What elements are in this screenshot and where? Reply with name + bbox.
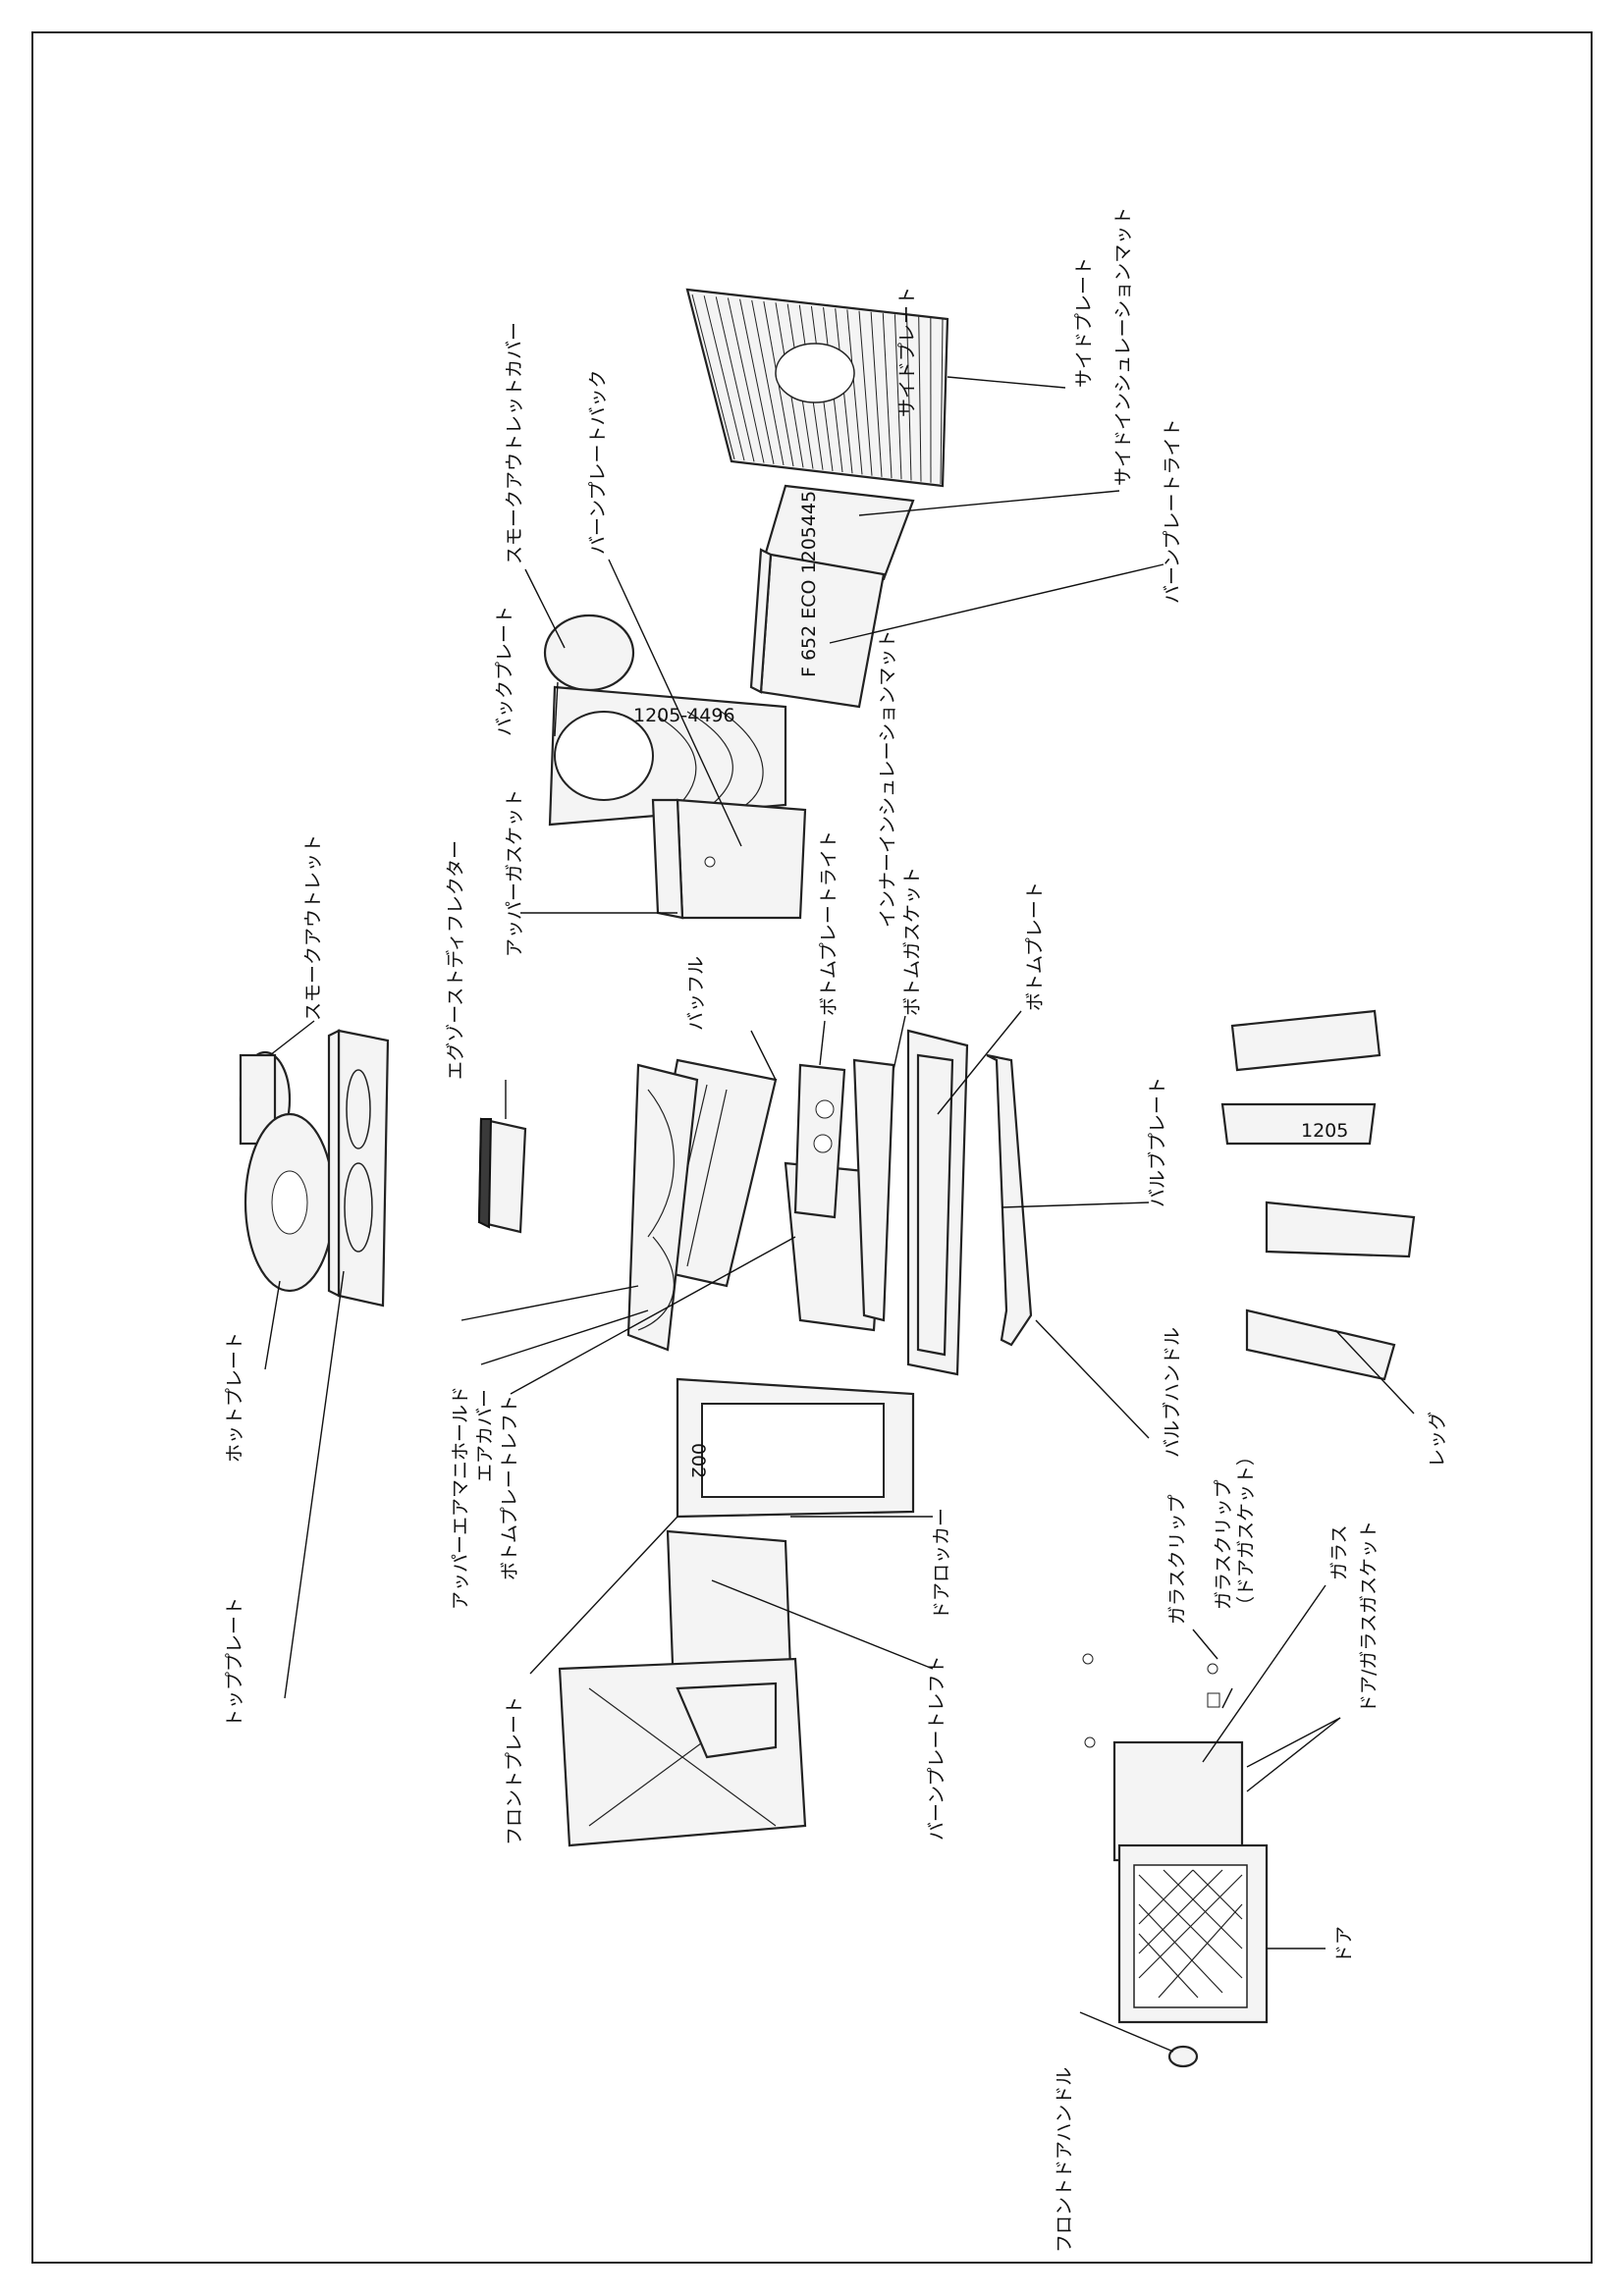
label-upper-air-manifold: アッパーエアマニホールド [450,1386,471,1610]
valve-plate-part [986,1053,1033,1347]
label-upper-gasket: アッパーガスケット [504,789,525,957]
label-inner-insulation-mat: インナーインシュレーションマット [877,630,898,928]
top-plate-part [327,1029,390,1308]
inner-insulation-mat-part [852,1058,895,1322]
side-plate-rib [918,316,922,482]
legs-part: 1205 [1220,1009,1416,1381]
bottom-plate-right-part [793,1063,846,1219]
label-bottom-plate-left: ボトムプレートレフト [499,1395,520,1580]
label-glass-clip-2: ガラスクリップ [1213,1479,1234,1610]
label-air-cover: エアカバー [474,1389,496,1482]
label-back-plate: バックプレート [494,606,515,736]
side-plate-rib [715,296,755,462]
part-labels: スモークアウトレットカバー バーンプレートバック バックプレート サイドプレート… [224,207,1448,2253]
label-bottom-plate-right: ボトムプレートライト [818,830,839,1016]
side-plate-rib [858,310,873,476]
label-door: ドア [1333,1926,1355,1963]
side-plate-rib [870,311,883,477]
label-bottom-gasket: ボトムガスケット [901,867,923,1016]
label-top-plate: トッププレート [224,1597,245,1728]
label-smoke-outlet-cover: スモークアウトレットカバー [504,322,525,564]
leg-code: 1205 [1301,1120,1348,1142]
back-plate-part: 1205-4496 [548,685,787,827]
frame-border [31,31,1593,2264]
burn-plate-right-part: F 652 ECO 1205445 [749,491,886,709]
label-side-insulation-mat: サイドインシュレーションマット [1112,207,1134,486]
side-plate-rib [882,313,893,479]
side-plate-rib [727,297,765,463]
label-valve-plate: バルブプレート [1146,1077,1168,1207]
back-plate-code: 1205-4496 [633,705,735,726]
bottom-plate-part [906,1029,969,1376]
label-exhaust-deflector: エグゾーストディフレクター [445,840,466,1080]
side-plate-rib [751,299,785,466]
burn-plate-left-part [558,1529,807,1847]
label-front-plate: フロントプレート [504,1696,525,1845]
label-glass: ガラス [1328,1524,1350,1580]
door-assembly-part [1082,1653,1269,2068]
label-side-plate: サイドプレート [1073,257,1095,388]
side-plate-rib [703,295,745,461]
side-plate-rib [893,314,902,480]
front-code: 002 [687,1443,709,1478]
label-burn-plate-left: バーンプレートレフト [926,1656,947,1841]
label-baffle: バッフル [685,956,707,1031]
label-burn-plate-back: バーンプレートバック [587,370,609,555]
label-leg: レッグ [1427,1412,1448,1468]
smoke-outlet-cover-part [543,614,635,692]
burn-plate-code: F 652 ECO 1205445 [798,491,820,677]
leader-lines [264,376,1415,2053]
side-plate-mark: サイドプレート [896,287,918,417]
label-hot-plate: ホットプレート [224,1332,245,1463]
label-smoke-outlet: スモークアウトレット [302,834,324,1021]
label-valve-handle: バルブハンドル [1161,1327,1183,1458]
side-plate-rib [846,309,863,475]
side-plate-rib [906,315,912,481]
upper-air-manifold-part [626,1063,699,1352]
label-front-door-handle: フロントドアハンドル [1054,2067,1075,2253]
front-plate-part: 002 [676,1377,915,1519]
label-door-locker: ドアロッカー [931,1508,952,1620]
label-bottom-plate: ボトムプレート [1024,881,1046,1011]
side-plate-rib [691,294,735,460]
hot-plate-part [244,1112,336,1293]
side-plate-rib [940,318,944,485]
side-plate-part: サイドプレート [685,287,949,488]
label-door-gasket-paren: （ドアガスケット） [1235,1447,1257,1615]
exhaust-deflector-part [477,1117,527,1234]
label-door-glass-gasket: ドア/ガラスガスケット [1358,1521,1380,1713]
side-plate-rib [739,298,775,464]
label-burn-plate-right: バーンプレートライト [1162,419,1183,604]
burn-plate-back-part [651,798,807,920]
label-glass-clip-1: ガラスクリップ [1166,1494,1188,1625]
